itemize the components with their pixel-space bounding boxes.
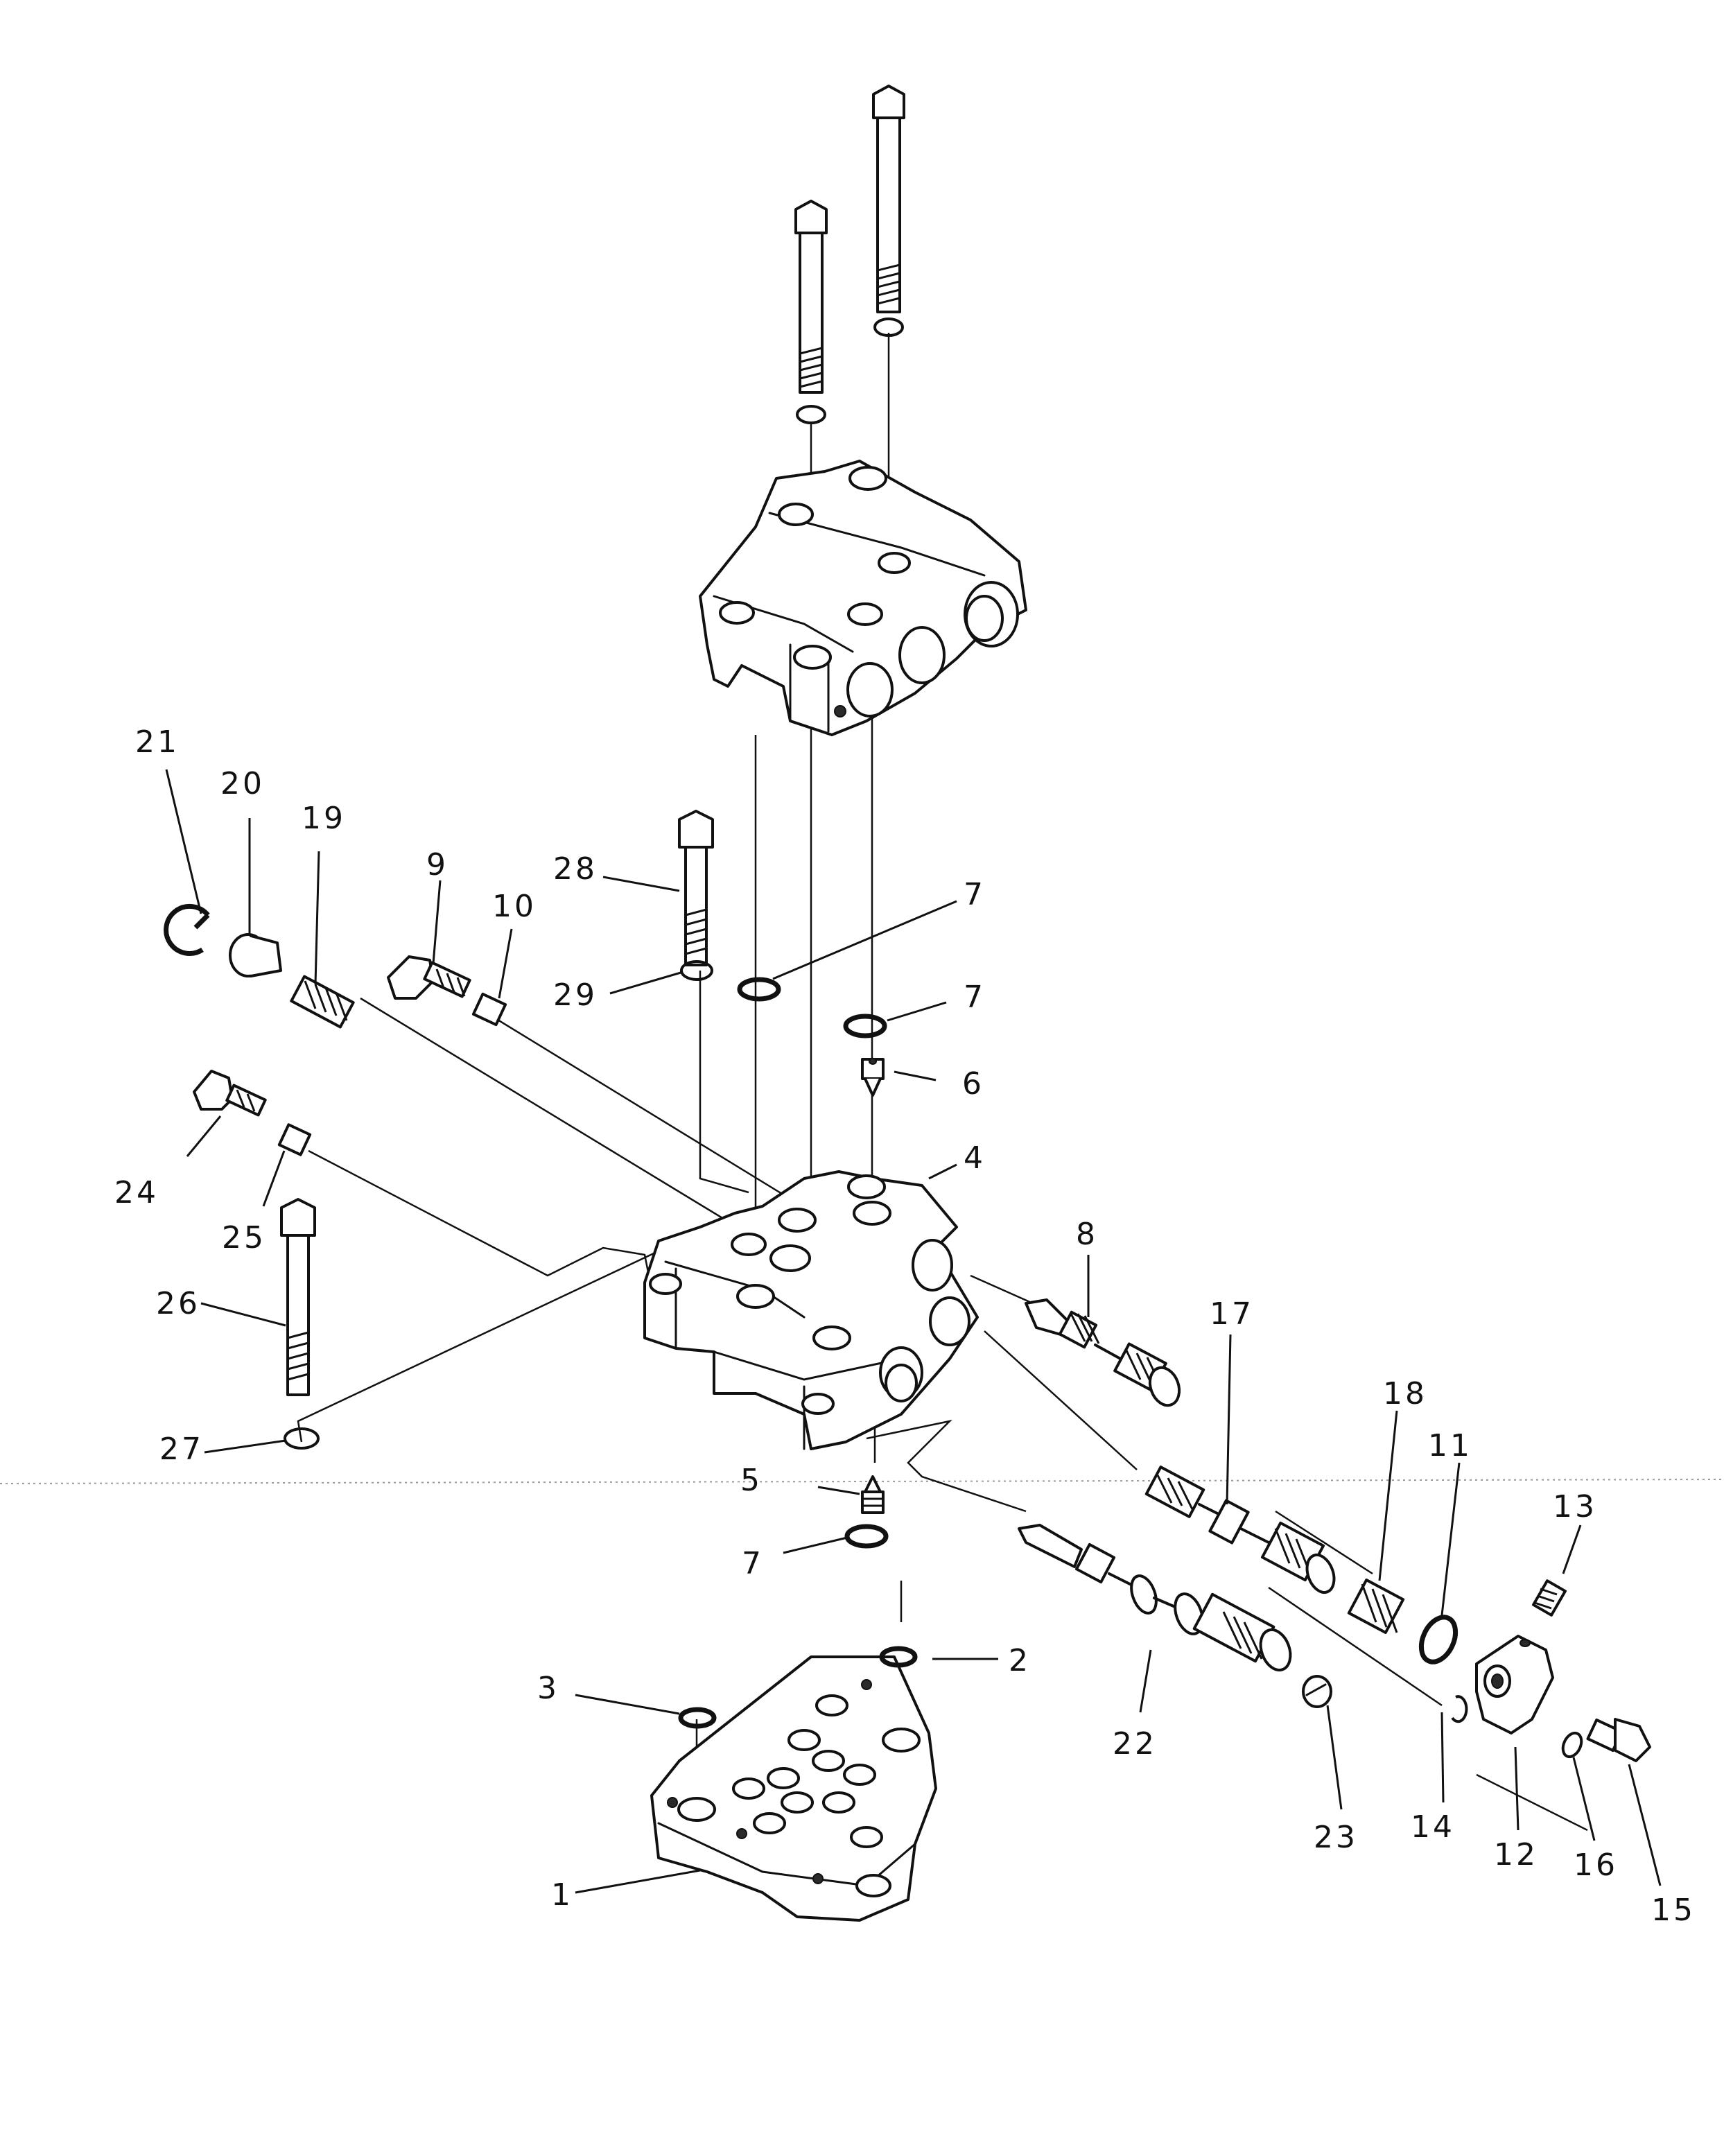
assembly-axes [297,333,1588,1832]
spool-8 [1025,1298,1181,1407]
callout-7c: 7 [742,1546,764,1581]
callout-17: 17 [1210,1296,1254,1332]
snap-ring-21 [164,903,210,956]
spool-22 [1018,1524,1292,1672]
callout-numbers: 1 2 3 4 5 6 7 7 7 8 9 10 11 12 13 14 15 … [114,724,1696,1928]
callout-1: 1 [551,1877,573,1913]
callout-13: 13 [1553,1489,1597,1524]
set-screw-13 [1532,1579,1567,1617]
callout-7b: 7 [964,980,986,1015]
plug-6 [861,1058,885,1097]
washer-27 [284,1427,320,1450]
adjust-screw-9 [387,955,471,1000]
long-bolt-left [794,200,828,424]
callout-7a: 7 [964,877,986,912]
callout-9: 9 [426,847,449,883]
o-ring-7-lower [844,1524,889,1549]
plug-18 [1347,1579,1405,1634]
bolt-15 [1586,1718,1651,1762]
o-ring-7-middle [843,1014,887,1038]
plug-20 [229,933,282,977]
callout-5: 5 [740,1463,763,1498]
snap-ring-14 [1451,1695,1468,1723]
callout-21: 21 [135,724,180,760]
callout-29: 29 [553,977,598,1013]
o-ring-2 [879,1646,918,1668]
plug-5 [861,1475,885,1514]
callout-4: 4 [964,1140,986,1176]
washer-16 [1561,1731,1583,1759]
callout-leaders [165,769,1662,1894]
callout-23: 23 [1314,1820,1358,1855]
nut-25 [277,1123,312,1156]
callout-28: 28 [553,851,598,887]
bolt-26 [280,1198,316,1396]
callout-11: 11 [1428,1428,1472,1463]
scan-line [0,1479,1724,1484]
plug-23 [1302,1675,1332,1708]
callout-16: 16 [1574,1848,1618,1883]
o-ring-11 [1418,1615,1459,1664]
callout-18: 18 [1383,1376,1427,1411]
callout-10: 10 [492,889,537,924]
callout-24: 24 [114,1175,159,1210]
callout-14: 14 [1411,1809,1455,1845]
callout-27: 27 [159,1432,204,1467]
callout-22: 22 [1113,1726,1157,1762]
o-ring-3 [678,1707,717,1729]
callout-2: 2 [1009,1643,1031,1678]
spool-17 [1144,1466,1336,1594]
callout-6: 6 [962,1066,984,1102]
callout-12: 12 [1494,1837,1538,1872]
callout-25: 25 [222,1220,266,1255]
adjust-screw-24 [193,1070,267,1117]
o-ring-7-upper [737,977,781,1002]
spring-19 [290,975,355,1029]
callout-19: 19 [302,801,346,836]
callout-20: 20 [220,766,265,801]
nut-10 [471,992,507,1027]
callout-3: 3 [537,1671,559,1706]
long-bolt-right [872,85,905,337]
callout-8: 8 [1076,1217,1098,1252]
bottom-plate [650,1655,937,1922]
callout-15: 15 [1651,1893,1696,1928]
cover-12 [1475,1635,1554,1735]
washer-29 [680,960,713,981]
callout-26: 26 [156,1286,200,1321]
upper-valve-body [699,460,1027,736]
main-valve-body [643,1170,979,1450]
bolt-28 [678,810,714,966]
